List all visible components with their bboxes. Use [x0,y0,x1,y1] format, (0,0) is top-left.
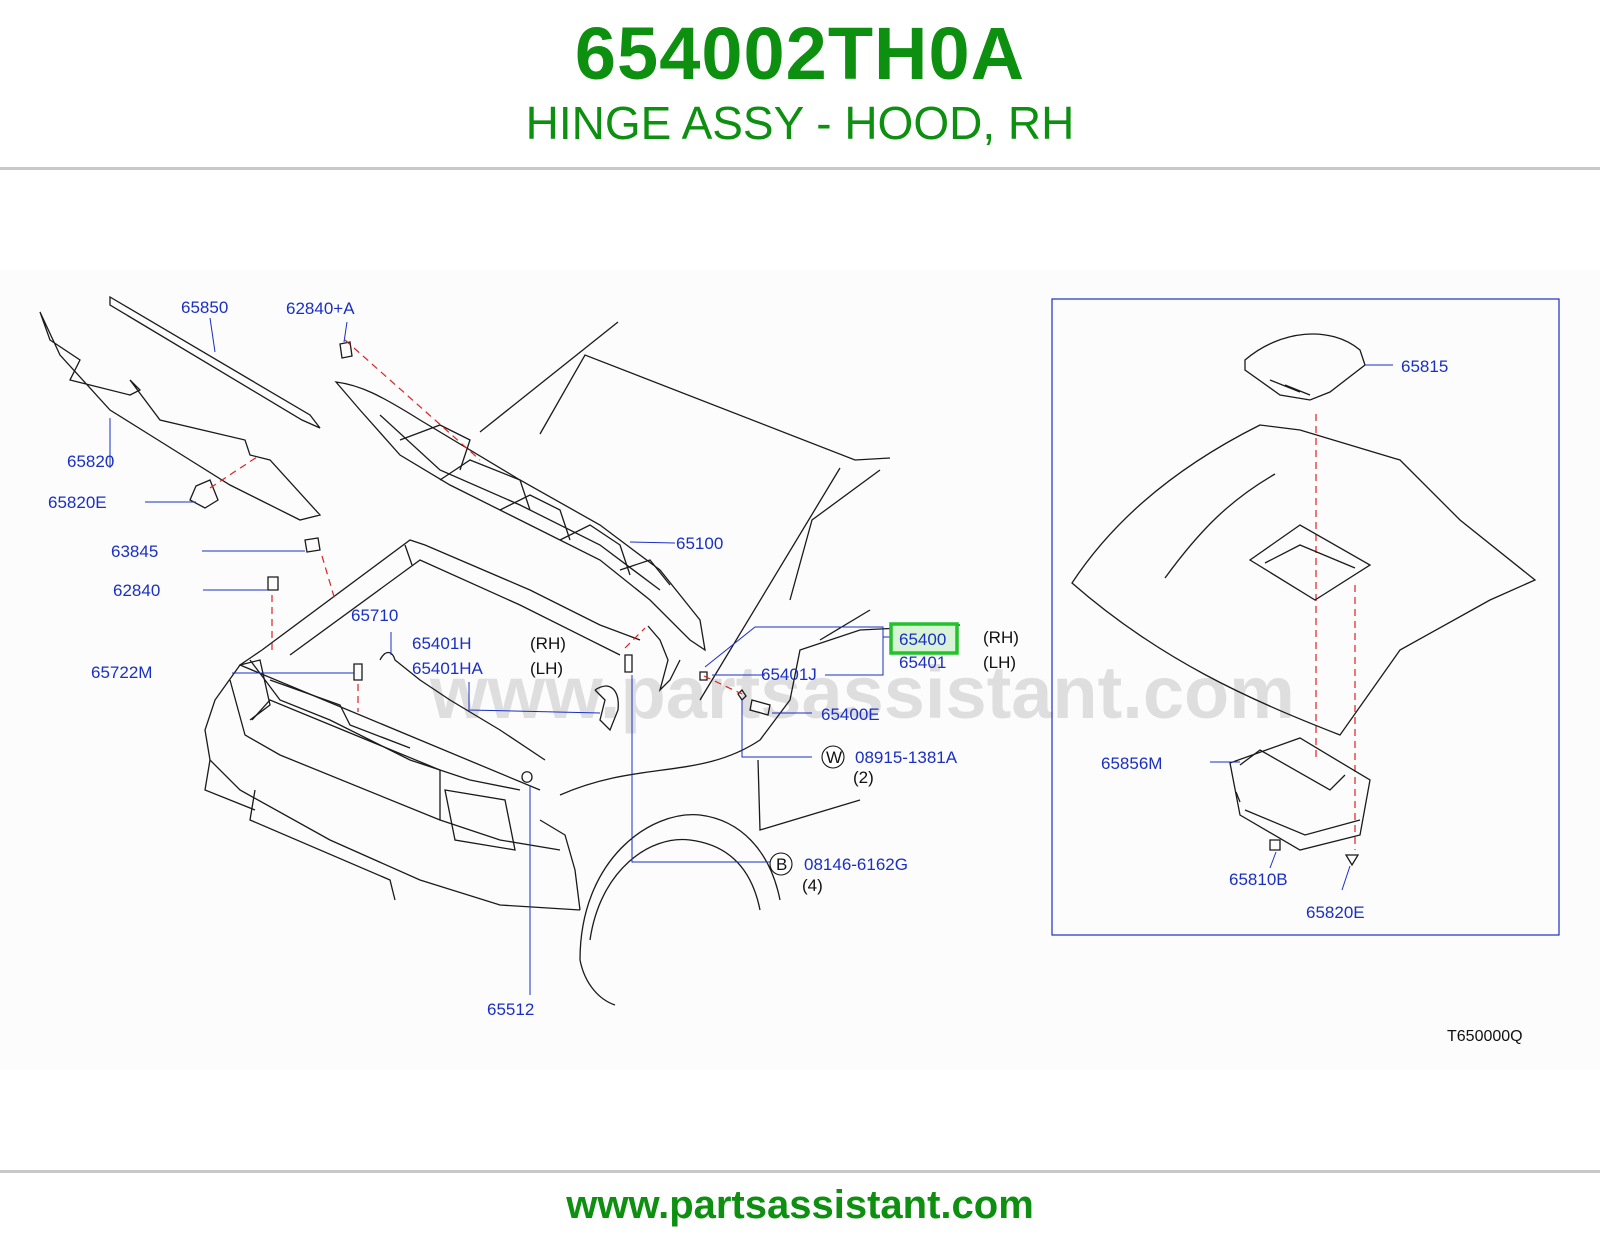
symbol-b-letter: B [776,855,787,874]
label-65401j[interactable]: 65401J [761,665,817,684]
symbol-w-letter: W [826,748,842,767]
label-65820e-inset[interactable]: 65820E [1306,903,1365,922]
label-rh-65401h: (RH) [530,634,566,653]
part-description: HINGE ASSY - HOOD, RH [525,97,1075,149]
inset-frame [1051,298,1560,936]
part-number-title: 654002TH0A [574,12,1026,95]
label-65820[interactable]: 65820 [67,452,114,471]
label-08146-6162g[interactable]: 08146-6162G [804,855,908,874]
label-62840[interactable]: 62840 [113,581,160,600]
highlight-box-65400 [889,622,959,655]
label-lh-65401ha: (LH) [530,659,563,678]
label-65512[interactable]: 65512 [487,1000,534,1019]
footer-website-link[interactable]: www.partsassistant.com [566,1183,1034,1227]
label-lh-65401: (LH) [983,653,1016,672]
label-65815[interactable]: 65815 [1401,357,1448,376]
label-65400e[interactable]: 65400E [821,705,880,724]
label-65100[interactable]: 65100 [676,534,723,553]
label-65850[interactable]: 65850 [181,298,228,317]
symbol-b-circle [769,852,793,876]
label-65722m[interactable]: 65722M [91,663,152,682]
label-65820e[interactable]: 65820E [48,493,107,512]
leader-lines [109,317,895,995]
label-65810b[interactable]: 65810B [1229,870,1288,889]
header-divider [0,167,1600,170]
inset-hood-scoop-drawing [1071,333,1537,867]
label-62840a[interactable]: 62840+A [286,299,355,318]
hood-insulator-parts [39,295,771,783]
assembly-dashed-lines [209,339,1356,850]
label-qty-4: (4) [802,876,823,895]
label-63845[interactable]: 63845 [111,542,158,561]
label-65856m[interactable]: 65856M [1101,754,1162,773]
label-qty-2: (2) [853,768,874,787]
symbol-w-circle [821,745,845,769]
label-rh-65400: (RH) [983,628,1019,647]
diagram-background [0,270,1600,1070]
truck-drawing [204,321,961,1006]
inset-leader-lines [1210,364,1393,891]
label-65401ha[interactable]: 65401HA [412,659,484,678]
page-header: 654002TH0A HINGE ASSY - HOOD, RH [0,0,1600,168]
footer-divider [0,1170,1600,1173]
label-08915-1381a[interactable]: 08915-1381A [855,748,958,767]
label-65400-highlighted[interactable]: 65400 [899,630,946,649]
label-65401[interactable]: 65401 [899,653,946,672]
diagram-code: T650000Q [1447,1028,1523,1045]
label-65710[interactable]: 65710 [351,606,398,625]
label-65401h[interactable]: 65401H [412,634,472,653]
watermark-text: www.partsassistant.com [429,651,1295,734]
